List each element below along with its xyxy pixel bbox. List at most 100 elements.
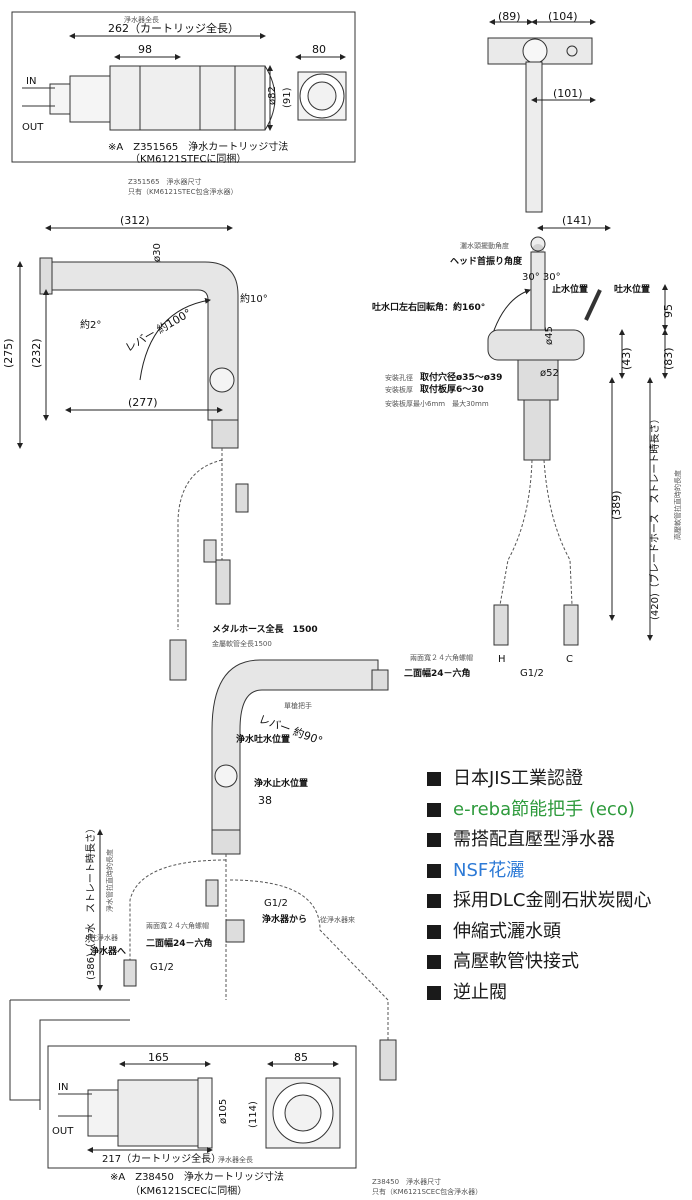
dim-386-small: 淨水管拉直時的長度 bbox=[105, 849, 114, 912]
list-item: 需搭配直壓型淨水器 bbox=[427, 825, 651, 856]
spout-position: 吐水位置 bbox=[614, 283, 650, 295]
dim-101: (101) bbox=[553, 87, 583, 100]
list-item: 日本JIS工業認證 bbox=[427, 764, 651, 795]
g12-lower-a: G1/2 bbox=[150, 962, 174, 973]
from-filter-small: 從淨水器來 bbox=[320, 915, 355, 924]
cartridge-a-caption-3: Z351565 淨水器尺寸 bbox=[128, 177, 202, 186]
dim-389: (389) bbox=[610, 490, 623, 520]
bullet-square-icon bbox=[427, 955, 441, 970]
cartridge-b-caption-1: ※A Z38450 浄水カートリッジ寸法 bbox=[110, 1170, 284, 1183]
dim-82: ø82 bbox=[267, 86, 278, 105]
front-view: (141) 灑水頭擺動角度 ヘッド首振り角度 30° 30° 止水位置 吐水位置… bbox=[372, 214, 682, 679]
g12-lower-b: G1/2 bbox=[264, 898, 288, 909]
hex-nut-small-front: 兩面寬２４六角螺帽 bbox=[410, 653, 473, 662]
cartridge-b-caption-3: Z38450 淨水器尺寸 bbox=[372, 1177, 441, 1186]
hex-nut-small-lower: 兩面寬２４六角螺帽 bbox=[146, 921, 209, 930]
list-item: e-reba節能把手 (eco) bbox=[427, 795, 651, 826]
metal-hose-length-small: 金屬軟管全長1500 bbox=[212, 639, 272, 648]
board-thickness: 取付板厚6～30 bbox=[420, 383, 484, 395]
dim-141: (141) bbox=[562, 214, 592, 227]
cartridge-a-caption-2: （KM6121STECに同梱） bbox=[130, 152, 246, 165]
dim-30: ø30 bbox=[152, 243, 163, 262]
spout-rotation-angle: 吐水口左右回転角：約160° bbox=[372, 301, 485, 313]
bullet-square-icon bbox=[427, 772, 441, 787]
from-filter: 浄水器から bbox=[262, 913, 307, 925]
head-angle-30-30: 30° 30° bbox=[522, 272, 561, 283]
dim-275: (275) bbox=[2, 338, 15, 368]
cartridge-a-length: 262（カートリッジ全長） bbox=[108, 21, 239, 35]
in-label-b: IN bbox=[58, 1082, 68, 1093]
feature-text: e-reba節能把手 (eco) bbox=[453, 798, 635, 820]
list-item: 高壓軟管快接式 bbox=[427, 947, 651, 978]
board-thickness-small: 安裝板厚 bbox=[385, 385, 413, 394]
stop-position: 止水位置 bbox=[552, 283, 588, 295]
angle-10: 約10° bbox=[240, 292, 268, 305]
metal-hose-length: メタルホース全長 1500 bbox=[212, 623, 318, 635]
dim-95: 95 bbox=[662, 304, 675, 318]
bullet-square-icon bbox=[427, 894, 441, 909]
list-item: NSF花灑 bbox=[427, 856, 651, 887]
cartridge-b-caption-2: （KM6121SCECに同梱） bbox=[130, 1184, 247, 1197]
dim-232: (232) bbox=[30, 338, 43, 368]
cartridge-b-caption-4: 只有（KM6121SCEC包含淨水器） bbox=[372, 1187, 482, 1196]
feature-text: 逆止閥 bbox=[453, 981, 507, 1003]
cartridge-a-panel: 淨水器全長 262（カートリッジ全長） 98 80 IN OUT ø82 (91… bbox=[11, 11, 356, 165]
dim-165: 165 bbox=[148, 1051, 169, 1064]
cartridge-b-length-small: 淨水器全長 bbox=[218, 1155, 253, 1164]
dim-80: 80 bbox=[312, 43, 326, 56]
dim-89: (89) bbox=[498, 10, 521, 23]
bullet-square-icon bbox=[427, 802, 441, 817]
dim-114: (114) bbox=[248, 1101, 259, 1128]
hole-dia-small: 安裝孔徑 bbox=[385, 373, 413, 382]
top-view: (89) (104) (101) bbox=[487, 10, 596, 213]
dim-85: 85 bbox=[294, 1051, 308, 1064]
hex-nut-lower: 二面幅24－六角 bbox=[146, 937, 213, 949]
dim-105: ø105 bbox=[218, 1099, 229, 1124]
lower-faucet-view: 單槍把手 レバー 約90° 浄水吐水位置 浄水止水位置 38 (386)（浄水 … bbox=[9, 659, 397, 1110]
bullet-square-icon bbox=[427, 985, 441, 1000]
out-label-a: OUT bbox=[22, 122, 44, 133]
board-thickness-note: 安裝板厚最小6mm 最大30mm bbox=[385, 399, 489, 408]
side-metal-hose bbox=[177, 448, 223, 630]
bullet-square-icon bbox=[427, 833, 441, 848]
single-lever: 單槍把手 bbox=[284, 701, 312, 710]
hole-dia: 取付穴径ø35～ø39 bbox=[420, 371, 502, 383]
g12-front: G1/2 bbox=[520, 668, 544, 679]
bullet-square-icon bbox=[427, 924, 441, 939]
dim-277: (277) bbox=[128, 396, 158, 409]
feature-text: 日本JIS工業認證 bbox=[453, 768, 584, 790]
cartridge-a-caption-1: ※A Z351565 浄水カートリッジ寸法 bbox=[108, 140, 288, 153]
cartridge-b-body bbox=[87, 1077, 213, 1149]
dim-420: (420)（ブレードホース ストレート時長さ） bbox=[648, 414, 661, 620]
list-item: 伸縮式灑水頭 bbox=[427, 917, 651, 948]
bullet-square-icon bbox=[427, 863, 441, 878]
head-swing-angle-small: 灑水頭擺動角度 bbox=[460, 241, 509, 250]
cartridge-b-end-view bbox=[265, 1077, 341, 1149]
cartridge-a-body bbox=[49, 65, 276, 131]
to-filter-small: 往淨水器 bbox=[90, 933, 118, 942]
front-hoses bbox=[499, 459, 573, 606]
angle-2: 約2° bbox=[80, 318, 101, 331]
dim-312: (312) bbox=[120, 214, 150, 227]
out-label-b: OUT bbox=[52, 1126, 74, 1137]
c-label: C bbox=[566, 654, 573, 665]
dim-52: ø52 bbox=[540, 368, 559, 379]
dim-45: ø45 bbox=[544, 326, 555, 345]
feature-text: 需搭配直壓型淨水器 bbox=[453, 829, 615, 851]
cartridge-a-end-view bbox=[297, 71, 347, 121]
feature-list: 日本JIS工業認證 e-reba節能把手 (eco) 需搭配直壓型淨水器 NSF… bbox=[427, 764, 651, 1008]
feature-text: 採用DLC金剛石狀炭閥心 bbox=[453, 890, 652, 912]
cartridge-b-length: 217（カートリッジ全長） bbox=[102, 1152, 221, 1165]
purified-spout-position: 浄水吐水位置 bbox=[236, 733, 290, 745]
in-label-a: IN bbox=[26, 76, 36, 87]
dim-43: (43) bbox=[620, 347, 633, 370]
hose-straight-note: 高壓軟管拉直時的長度 bbox=[673, 470, 682, 540]
list-item: 逆止閥 bbox=[427, 978, 651, 1009]
side-faucet-spout bbox=[45, 261, 239, 421]
cartridge-a-small-title: 淨水器全長 bbox=[124, 15, 159, 24]
feature-text: NSF花灑 bbox=[453, 859, 525, 881]
lower-faucet-spout bbox=[211, 659, 379, 831]
feature-text: 高壓軟管快接式 bbox=[453, 951, 579, 973]
h-label: H bbox=[498, 654, 506, 665]
